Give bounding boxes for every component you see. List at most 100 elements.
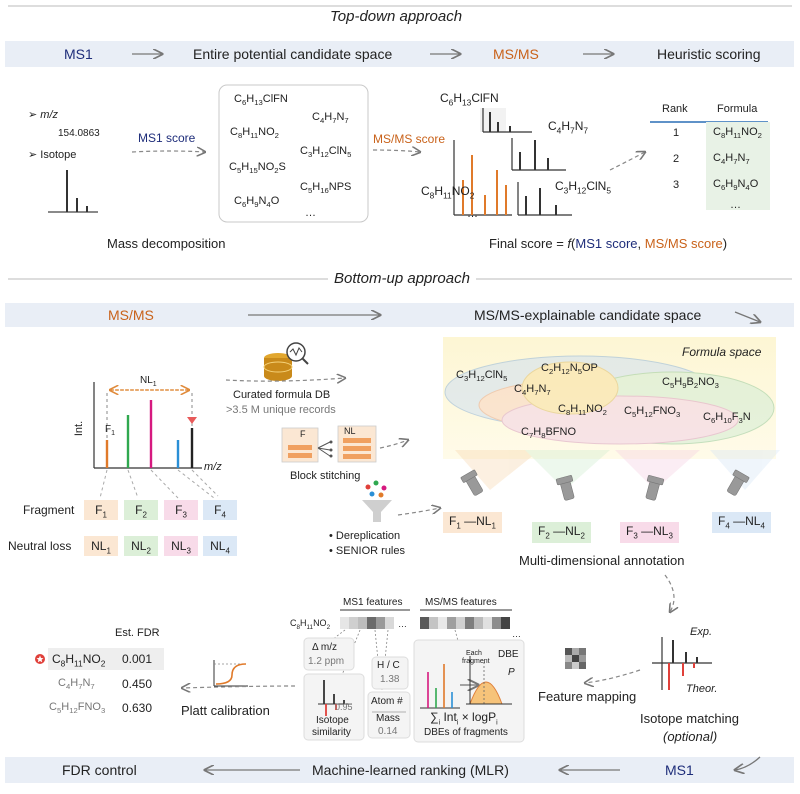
mass-value: 0.14: [378, 726, 398, 737]
candidate-box: [218, 84, 369, 223]
formula-space-ellipses: [444, 355, 775, 445]
iso-sim-value: 0.95: [335, 702, 353, 712]
ms1-features-label: MS1 features: [343, 597, 403, 608]
space-formula: C5H9B2NO3: [662, 376, 719, 391]
space-formula: C5H12FNO3: [624, 405, 681, 420]
multi-annotation-label: Multi-dimensional annotation: [519, 553, 685, 568]
bottom-title: Bottom-up approach: [328, 271, 476, 286]
iso-sim-label-2: similarity: [312, 727, 351, 738]
rank-formula-cell: C8H11NO2: [713, 126, 762, 141]
dbe-formula: ∑i Inti × logPi: [430, 710, 498, 727]
feature-formula: C8H11NO2: [290, 618, 331, 631]
fragment-chip: F1: [84, 500, 118, 520]
f1-label: F1: [105, 424, 116, 438]
rank-formula-highlight: [706, 122, 770, 210]
isotope-bullet: ➢ Isotope: [28, 149, 77, 161]
fdr-top-row-bg: [48, 648, 164, 670]
dbes-of-fragments-label: DBEs of fragments: [424, 727, 508, 738]
top-flow-msms: MS/MS: [493, 46, 539, 62]
int-axis-label: Int.: [73, 420, 86, 437]
flow-ms1: MS1: [665, 762, 694, 778]
p-label: P: [508, 667, 515, 678]
platt-calibration-label: Platt calibration: [181, 703, 270, 718]
space-formula: C8H11NO2: [558, 403, 607, 418]
dbe-label: DBE: [498, 649, 519, 660]
final-score-ms1: MS1 score: [575, 236, 638, 251]
hc-value: 1.38: [380, 674, 400, 685]
delta-mz-label: Δ m/z: [312, 642, 338, 653]
candidate-formula: C4H7N7: [312, 111, 349, 126]
space-formula: C6H10F3N: [703, 411, 751, 426]
space-formula: C4H7N7: [514, 383, 551, 398]
bottom-flow-bar: [5, 303, 794, 327]
msms-feature-ellipsis: …: [512, 629, 521, 639]
neutral-loss-chip: NL1: [84, 536, 118, 556]
fragment-row-label: Fragment: [23, 503, 75, 517]
flow-fdr-control: FDR control: [62, 762, 137, 778]
candidate-formula: C6H13ClFN: [234, 93, 288, 108]
rank-header: Rank: [662, 103, 688, 115]
bottom-flow-explainable: MS/MS-explainable candidate space: [474, 307, 702, 323]
sum-symbol: ∑: [430, 710, 439, 724]
light-cones: [455, 450, 780, 490]
sum-int: Int: [443, 710, 457, 724]
funnel-icon: [362, 480, 392, 522]
final-flow-bar: [5, 757, 794, 783]
spectrum-label: C6H13ClFN: [440, 91, 499, 108]
each-fragment-1: Each: [466, 650, 482, 657]
bottom-flow-msms: MS/MS: [108, 307, 154, 323]
space-formula: C2H12N5OP: [541, 362, 598, 377]
final-score-f: f: [567, 236, 572, 251]
block-stitching-label: Block stitching: [290, 470, 361, 482]
rank-cell: 1: [673, 127, 680, 139]
optional-label: (optional): [663, 729, 718, 744]
rank-ellipsis: …: [730, 199, 741, 211]
block-stitching-icon: [281, 425, 377, 463]
fdr-value: 0.450: [122, 677, 153, 691]
mz-axis-label: m/z: [204, 461, 222, 473]
feature-mapping-label: Feature mapping: [538, 689, 637, 704]
neutral-loss-chip: NL2: [124, 536, 158, 556]
dereplication-text: Dereplication: [335, 530, 401, 542]
isotope-label: Isotope: [40, 149, 77, 161]
fragment-chip: F2: [124, 500, 158, 520]
atom-mass-box: [367, 691, 411, 739]
msms-spectrum: [93, 382, 219, 499]
final-score: Final score = f(MS1 score, MS/MS score): [489, 237, 727, 250]
spectrum-label: C8H11NO2: [421, 184, 475, 201]
top-title: Top-down approach: [330, 8, 463, 25]
rank-cell: 2: [673, 153, 680, 165]
msms-features-label: MS/MS features: [425, 597, 497, 608]
neutral-loss-chip: NL3: [164, 536, 198, 556]
dereplication-item: • Dereplication: [329, 530, 401, 542]
mz-bullet: ➢ m/z: [28, 109, 59, 121]
feature-mapping-block: [565, 648, 586, 669]
fdr-formula: C4H7N7: [58, 677, 95, 692]
dbe-box: [413, 639, 525, 743]
msms-spectra-stack: [453, 108, 572, 216]
flow-mlr: Machine-learned ranking (MLR): [312, 762, 509, 778]
flashlight-icons: [460, 469, 750, 501]
theor-label: Theor.: [686, 683, 718, 695]
final-score-open: (: [571, 236, 576, 251]
rank-formula-cell: C6H9N4O: [713, 178, 759, 193]
nl1-label: NL1: [140, 375, 157, 389]
platt-curve-icon: [213, 660, 248, 687]
rank-formula-cell: C4H7N7: [713, 152, 750, 167]
spectrum-label: C3H12ClN5: [555, 179, 612, 196]
neutral-loss-row-label: Neutral loss: [8, 539, 72, 553]
final-score-close: ): [722, 236, 728, 251]
isotope-matching-plot: [652, 637, 712, 690]
atom-label: Atom #: [371, 696, 403, 707]
database-icon: [263, 342, 309, 381]
neutral-loss-chip: NL4: [203, 536, 237, 556]
annotation-chip: F3 —NL3: [620, 522, 679, 544]
sum-logp: × logP: [458, 710, 497, 724]
annotation-chip: F2 —NL2: [532, 522, 591, 544]
senior-text: SENIOR rules: [335, 545, 405, 557]
sum-index: i: [438, 719, 441, 727]
hc-label: H / C: [377, 660, 400, 671]
feature-strip: [324, 609, 512, 691]
senior-item: • SENIOR rules: [329, 545, 405, 557]
